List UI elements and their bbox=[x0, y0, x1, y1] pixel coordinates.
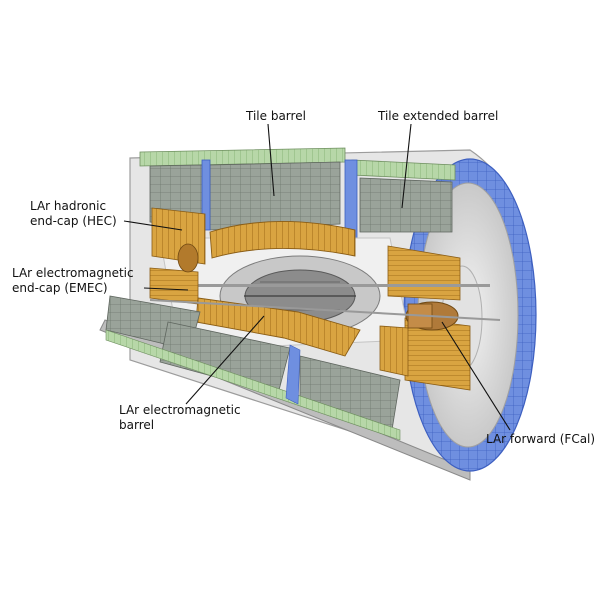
leader-tile-barrel bbox=[267, 123, 275, 197]
leader-em-barrel bbox=[185, 315, 265, 405]
tile-barrel-bottom bbox=[105, 295, 401, 441]
label-tile-extended-barrel: Tile extended barrel bbox=[378, 109, 498, 124]
label-lar-em-barrel-line2: barrel bbox=[119, 418, 155, 432]
callout-lines bbox=[123, 123, 511, 431]
label-tile-barrel: Tile barrel bbox=[246, 109, 306, 124]
leader-hec bbox=[123, 220, 183, 231]
label-tile-extended-barrel-text: Tile extended barrel bbox=[378, 109, 499, 123]
leader-fcal bbox=[441, 321, 511, 431]
label-lar-hec: LAr hadronic end-cap (HEC) bbox=[30, 199, 117, 229]
label-lar-emec-line2: end-cap (EMEC) bbox=[12, 281, 108, 295]
lar-em-barrel-top bbox=[209, 221, 356, 259]
label-lar-em-barrel: LAr electromagnetic barrel bbox=[119, 403, 241, 433]
lar-fcal bbox=[149, 299, 501, 331]
label-lar-hec-line1: LAr hadronic bbox=[30, 199, 107, 213]
leader-emec bbox=[143, 287, 189, 291]
label-lar-hec-line2: end-cap (HEC) bbox=[30, 214, 117, 228]
label-lar-em-barrel-line1: LAr electromagnetic bbox=[119, 403, 241, 417]
label-lar-emec: LAr electromagnetic end-cap (EMEC) bbox=[12, 266, 134, 296]
label-tile-barrel-text: Tile barrel bbox=[246, 109, 306, 123]
label-lar-forward-text: LAr forward (FCal) bbox=[486, 432, 596, 446]
label-lar-emec-line1: LAr electromagnetic bbox=[12, 266, 134, 280]
lar-emec-left bbox=[149, 243, 199, 305]
tile-extended-barrel-top bbox=[344, 159, 456, 239]
label-lar-forward: LAr forward (FCal) bbox=[486, 432, 595, 447]
leader-tile-extended-barrel bbox=[401, 123, 412, 209]
